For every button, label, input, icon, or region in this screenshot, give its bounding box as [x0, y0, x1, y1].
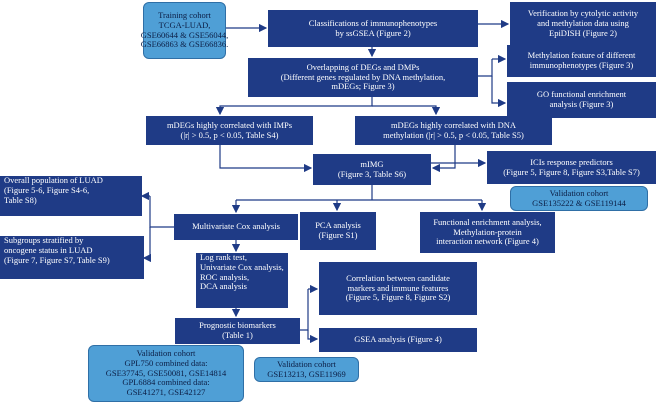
arrow-overlap-branch [478, 59, 493, 77]
mimg-box: mIMG (Figure 3, Table S6) [313, 154, 431, 185]
classification-line-1: Classifications of immunophenotypes [308, 17, 438, 28]
functional-line-2: Methylation-protein [453, 226, 522, 237]
correlation-line-1: Correlation between candidate [346, 272, 450, 283]
pca-box: PCA analysis (Figure S1) [300, 212, 376, 250]
overlap-line-1: Overlapping of DEGs and DMPs [306, 61, 420, 72]
arrow-prognostic-branch [300, 289, 309, 331]
go-line-2: analysis (Figure 3) [549, 99, 614, 109]
prognostic-biomarkers-box: Prognostic biomarkers (Table 1) [175, 318, 300, 344]
go-line-1: GO functional enrichment [536, 89, 627, 100]
training-line-2: TCGA-LUAD, [158, 19, 211, 30]
prognostic-line-2: (Table 1) [222, 330, 253, 340]
ics-line-1: ICIs response predictors [530, 156, 613, 167]
verification-line-2: and methylation data using [537, 18, 629, 29]
validation2-line-2: GPL750 combined data: [124, 357, 208, 368]
arrow-dna-to-mimg [431, 145, 456, 173]
overall-population-box: Overall population of LUAD (Figure 5-6, … [0, 175, 142, 216]
classification-box: Classifications of immunophenotypes by s… [268, 10, 478, 47]
validation3-line-2: GSE13213, GSE11969 [267, 368, 346, 379]
validation2-line-5: GSE41271, GSE42127 [126, 387, 206, 398]
arrow-imps-to-mimg [219, 145, 313, 173]
go-enrichment-box: GO functional enrichment analysis (Figur… [507, 82, 656, 118]
subgroups-line-3: (Figure 7, Figure S7, Table S9) [4, 254, 110, 265]
validation-cohort-prognostic-box: Validation cohort GPL750 combined data: … [88, 345, 244, 402]
validation2-line-4: GPL6884 combined data: [122, 377, 210, 388]
overall-line-3: Table S8) [4, 194, 37, 205]
subgroups-box: Subgroups stratified by oncogene status … [0, 235, 144, 279]
dna-meth-line-2: methylation (|r| > 0.5, p < 0.05, Table … [383, 129, 524, 140]
subgroups-line-1: Subgroups stratified by [4, 235, 84, 245]
correlation-line-3: (Figure 5, Figure 8, Figure S2) [345, 292, 451, 303]
validation-cohort-ics-box: Validation cohort GSE135222 & GSE119144 [510, 186, 648, 211]
classification-line-2: by ssGSEA (Figure 2) [335, 27, 411, 38]
validation-cohort-gsea-box: Validation cohort GSE13213, GSE11969 [254, 357, 359, 382]
verification-box: Verification by cytolytic activity and m… [510, 2, 656, 46]
functional-line-3: interaction network (Figure 4) [436, 236, 539, 247]
functional-enrichment-box: Functional enrichment analysis, Methylat… [420, 212, 555, 253]
dna-methylation-correlation-box: mDEGs highly correlated with DNA methyla… [355, 116, 552, 145]
validation1-line-1: Validation cohort [549, 187, 609, 198]
imps-line-1: mDEGs highly correlated with IMPs [166, 119, 293, 130]
functional-line-1: Functional enrichment analysis, [433, 216, 542, 227]
training-line-4: GSE66863 & GSE66836. [140, 39, 229, 50]
ics-line-2: (Figure 5, Figure 8, Figure S3,Table S7) [503, 166, 640, 177]
pca-line-1: PCA analysis [315, 220, 361, 231]
methylation-feature-line-1: Methylation feature of different [527, 50, 636, 61]
overlap-line-3: mDEGs; Figure 3) [331, 81, 395, 92]
methylation-feature-box: Methylation feature of different immunop… [507, 45, 656, 77]
arrow-overlap-to-imps [215, 97, 373, 116]
mimg-line-2: (Figure 3, Table S6) [337, 168, 407, 179]
arrow-overlap-to-dna [372, 105, 441, 116]
training-cohort-box: Training cohort TCGA-LUAD, GSE60644 & GS… [140, 2, 229, 59]
validation3-line-1: Validation cohort [277, 358, 336, 369]
dna-meth-line-1: mDEGs highly correlated with DNA [390, 119, 517, 130]
methylation-feature-line-2: immunophenotypes (Figure 3) [529, 60, 634, 70]
verification-line-1: Verification by cytolytic activity [527, 8, 639, 19]
logrank-box: Log rank test, Univariate Cox analysis, … [196, 252, 288, 308]
verification-line-3: EpiDISH (Figure 2) [549, 27, 617, 38]
gsea-line-1: GSEA analysis (Figure 4) [354, 334, 442, 345]
validation1-line-2: GSE135222 & GSE119144 [532, 197, 626, 208]
prognostic-line-1: Prognostic biomarkers [199, 320, 276, 331]
correlation-box: Correlation between candidate markers an… [319, 262, 477, 315]
training-line-1: Training cohort [158, 9, 211, 20]
multivariate-cox-box: Multivariate Cox analysis [174, 214, 298, 240]
overlap-line-2: (Different genes regulated by DNA methyl… [280, 71, 446, 82]
overall-line-2: (Figure 5-6, Figure S4-6, [4, 184, 90, 195]
subgroups-line-2: oncogene status in LUAD [4, 244, 93, 255]
gsea-box: GSEA analysis (Figure 4) [319, 328, 477, 352]
pca-line-2: (Figure S1) [318, 230, 358, 240]
logrank-line-1: Log rank test, [200, 252, 247, 262]
multivariate-line-1: Multivariate Cox analysis [192, 221, 280, 232]
imps-correlation-box: mDEGs highly correlated with IMPs (|r| >… [146, 116, 313, 145]
correlation-line-2: markers and immune features [347, 282, 449, 293]
logrank-line-3: ROC analysis, [200, 271, 250, 282]
training-line-3: GSE60644 & GSE56044, [140, 29, 229, 40]
overall-line-1: Overall population of LUAD [4, 175, 103, 185]
overlap-box: Overlapping of DEGs and DMPs (Different … [248, 58, 478, 97]
validation2-line-1: Validation cohort [136, 348, 196, 359]
ics-predictors-box: ICIs response predictors (Figure 5, Figu… [487, 151, 656, 184]
imps-line-2: (|r| > 0.5, p < 0.05, Table S4) [180, 129, 279, 140]
logrank-line-2: Univariate Cox analysis, [200, 261, 284, 272]
mimg-line-1: mIMG [360, 158, 384, 169]
logrank-line-4: DCA analysis [200, 281, 247, 292]
validation2-line-3: GSE37745, GSE50081, GSE14814 [105, 367, 227, 378]
arrow-multivariate-to-left [149, 196, 174, 228]
